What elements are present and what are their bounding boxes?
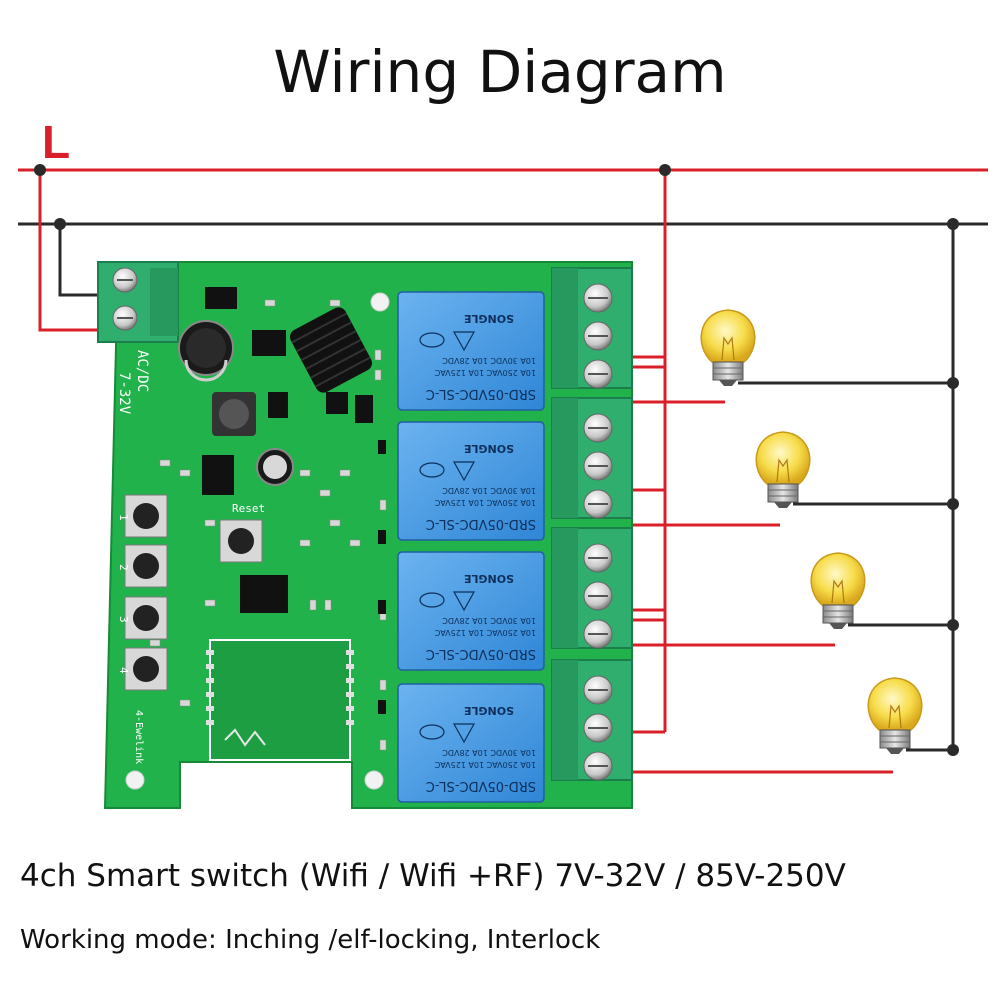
light-bulb-icon (700, 309, 756, 386)
button-number-3: 3 (117, 616, 130, 623)
terminal-screw (583, 581, 613, 611)
terminal-block-3 (551, 527, 633, 649)
mount-hole (364, 770, 384, 790)
terminal-screw (583, 489, 613, 519)
lamp-neutral-wires (738, 381, 953, 752)
live-label: L (42, 116, 70, 168)
relay-rating-label: 10A 30VDC 10A 28VDC (442, 748, 536, 757)
relay-rating-label: 10A 30VDC 10A 28VDC (442, 486, 536, 495)
relay-rating-label: 10A 250VAC 10A 125VAC (434, 498, 536, 507)
button-number-1: 1 (117, 514, 130, 521)
relay-rating-label: 10A 30VDC 10A 28VDC (442, 616, 536, 625)
terminal-screw (583, 713, 613, 743)
reset-button[interactable] (219, 519, 263, 563)
capacitor (178, 320, 234, 382)
relay-brand-label: SONGLE (464, 312, 514, 325)
terminal-block-2 (551, 397, 633, 519)
regulator-chip (205, 287, 237, 309)
indicator-leds (378, 440, 386, 714)
rf-antenna-coil (290, 307, 372, 393)
capacitor (256, 448, 294, 486)
relay-model-label: SRD-05VDC-SL-C (426, 646, 536, 661)
smd-components (149, 299, 387, 751)
diagram-title: Wiring Diagram (273, 38, 727, 106)
ic-chip (355, 395, 373, 423)
mount-hole (125, 770, 145, 790)
push-button-1[interactable] (124, 494, 168, 538)
ic-chip (268, 392, 288, 418)
output-wires (630, 400, 893, 774)
relay-1: SRD-05VDC-SL-C 10A 250VAC 10A 125VAC 10A 3… (397, 291, 545, 411)
terminal-screw (583, 413, 613, 443)
power-label-acdc: AC/DC (134, 350, 150, 392)
relay-rating-label: 10A 30VDC 10A 28VDC (442, 356, 536, 365)
power-label-voltage: 7-32V (116, 372, 132, 415)
ic-chip (240, 575, 288, 613)
relay-rating-label: 10A 250VAC 10A 125VAC (434, 628, 536, 637)
terminal-block-4 (551, 659, 633, 781)
ic-chip (252, 330, 286, 356)
junction-dots (34, 164, 959, 756)
power-terminal-block (97, 261, 179, 343)
relay-rating-label: 10A 250VAC 10A 125VAC (434, 760, 536, 769)
terminal-screw (583, 675, 613, 705)
relay-brand-label: SONGLE (464, 442, 514, 455)
button-number-4: 4 (117, 667, 130, 674)
relay-board: AC/DC 7-32V (97, 261, 633, 809)
neutral-to-power-wire (58, 224, 110, 297)
relay-brand-label: SONGLE (464, 704, 514, 717)
relay-model-label: SRD-05VDC-SL-C (426, 516, 536, 531)
light-bulb-icon (810, 552, 866, 629)
push-button-4[interactable] (124, 647, 168, 691)
terminal-screw (583, 751, 613, 781)
working-mode-caption: Working mode: Inching /elf-locking, Inte… (20, 925, 601, 955)
button-number-2: 2 (117, 564, 130, 571)
com-stubs (630, 355, 665, 734)
relay-3: SRD-05VDC-SL-C 10A 250VAC 10A 125VAC 10A 3… (397, 551, 545, 671)
product-caption: 4ch Smart switch (Wifi / Wifi +RF) 7V-32… (20, 858, 846, 894)
ewelink-label: 4-Ewelink (133, 710, 144, 764)
terminal-screw (583, 543, 613, 573)
relays: SRD-05VDC-SL-C 10A 250VAC 10A 125VAC 10A 3… (397, 291, 545, 803)
relay-model-label: SRD-05VDC-SL-C (426, 386, 536, 401)
terminal-screw (583, 619, 613, 649)
live-to-power-wire (38, 170, 110, 332)
output-terminals (551, 267, 633, 781)
reset-label: Reset (232, 502, 265, 515)
push-button-3[interactable] (124, 596, 168, 640)
ic-chip (326, 392, 348, 414)
module-label: SDV-002_V1.2 (246, 766, 340, 781)
light-bulb-icon (867, 677, 923, 754)
ic-chip (202, 455, 234, 495)
relay-rating-label: 10A 250VAC 10A 125VAC (434, 368, 536, 377)
relay-2: SRD-05VDC-SL-C 10A 250VAC 10A 125VAC 10A 3… (397, 421, 545, 541)
terminal-screw (583, 359, 613, 389)
relay-4: SRD-05VDC-SL-C 10A 250VAC 10A 125VAC 10A 3… (397, 683, 545, 803)
lamps (700, 309, 923, 754)
terminal-screw (583, 451, 613, 481)
terminal-block-1 (551, 267, 633, 389)
terminal-screw (583, 283, 613, 313)
light-bulb-icon (755, 431, 811, 508)
inductor (212, 392, 256, 436)
wifi-module (206, 639, 354, 761)
relay-model-label: SRD-05VDC-SL-C (426, 778, 536, 793)
mount-hole (370, 292, 390, 312)
terminal-screw (583, 321, 613, 351)
push-button-2[interactable] (124, 544, 168, 588)
relay-brand-label: SONGLE (464, 572, 514, 585)
